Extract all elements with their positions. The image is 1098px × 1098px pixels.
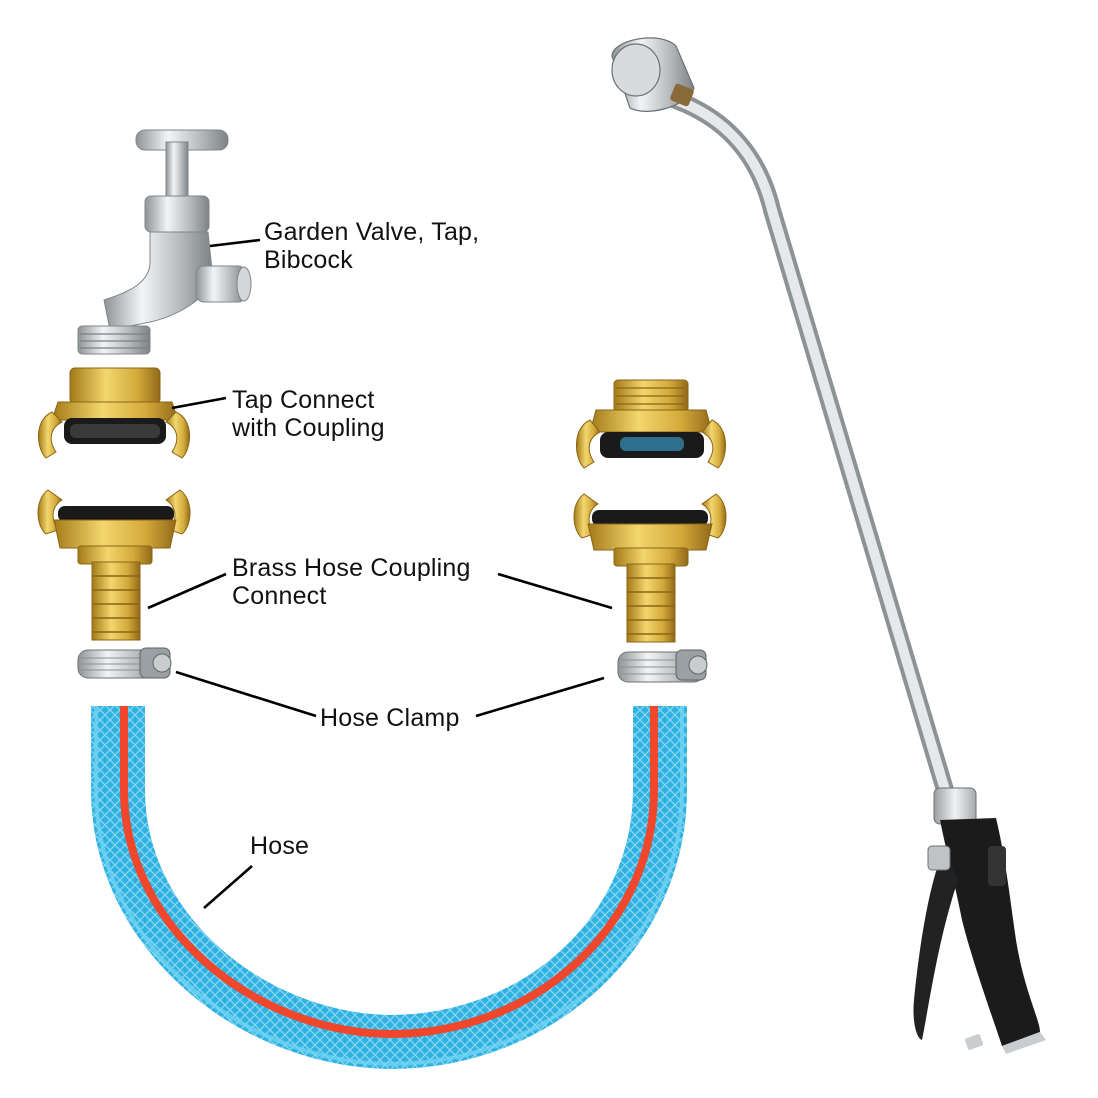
- hose-illustration: [91, 706, 687, 1070]
- tap-connect-label-line2: with Coupling: [232, 414, 385, 442]
- hose-label: Hose: [250, 832, 310, 860]
- spray-lance-illustration: [611, 37, 1046, 1054]
- leader-hose: [203, 865, 253, 909]
- brass-coupling-label-line1: Brass Hose Coupling: [232, 554, 471, 582]
- tap-connector-illustration: [38, 367, 190, 459]
- leader-brass-coupling-right: [497, 572, 613, 610]
- left-hose-coupling-illustration: [37, 489, 191, 641]
- leader-hose-clamp-right: [475, 676, 605, 718]
- garden-valve-label-line2: Bibcock: [264, 246, 353, 274]
- garden-tap-illustration: [77, 129, 252, 355]
- right-hose-clamp-illustration: [617, 649, 708, 683]
- right-hose-coupling-illustration: [573, 493, 727, 643]
- hose-clamp-label: Hose Clamp: [320, 704, 460, 732]
- left-hose-clamp-illustration: [77, 647, 172, 679]
- right-adapter-illustration: [576, 379, 726, 469]
- garden-valve-label-line1: Garden Valve, Tap,: [264, 218, 480, 246]
- leader-lines: [147, 238, 613, 909]
- tap-connect-label-line1: Tap Connect: [232, 386, 375, 414]
- leader-brass-coupling-left: [147, 572, 227, 610]
- brass-coupling-label-line2: Connect: [232, 582, 327, 610]
- leader-hose-clamp-left: [175, 670, 317, 718]
- leader-tap-connect: [171, 396, 227, 410]
- leader-garden-valve: [209, 238, 261, 248]
